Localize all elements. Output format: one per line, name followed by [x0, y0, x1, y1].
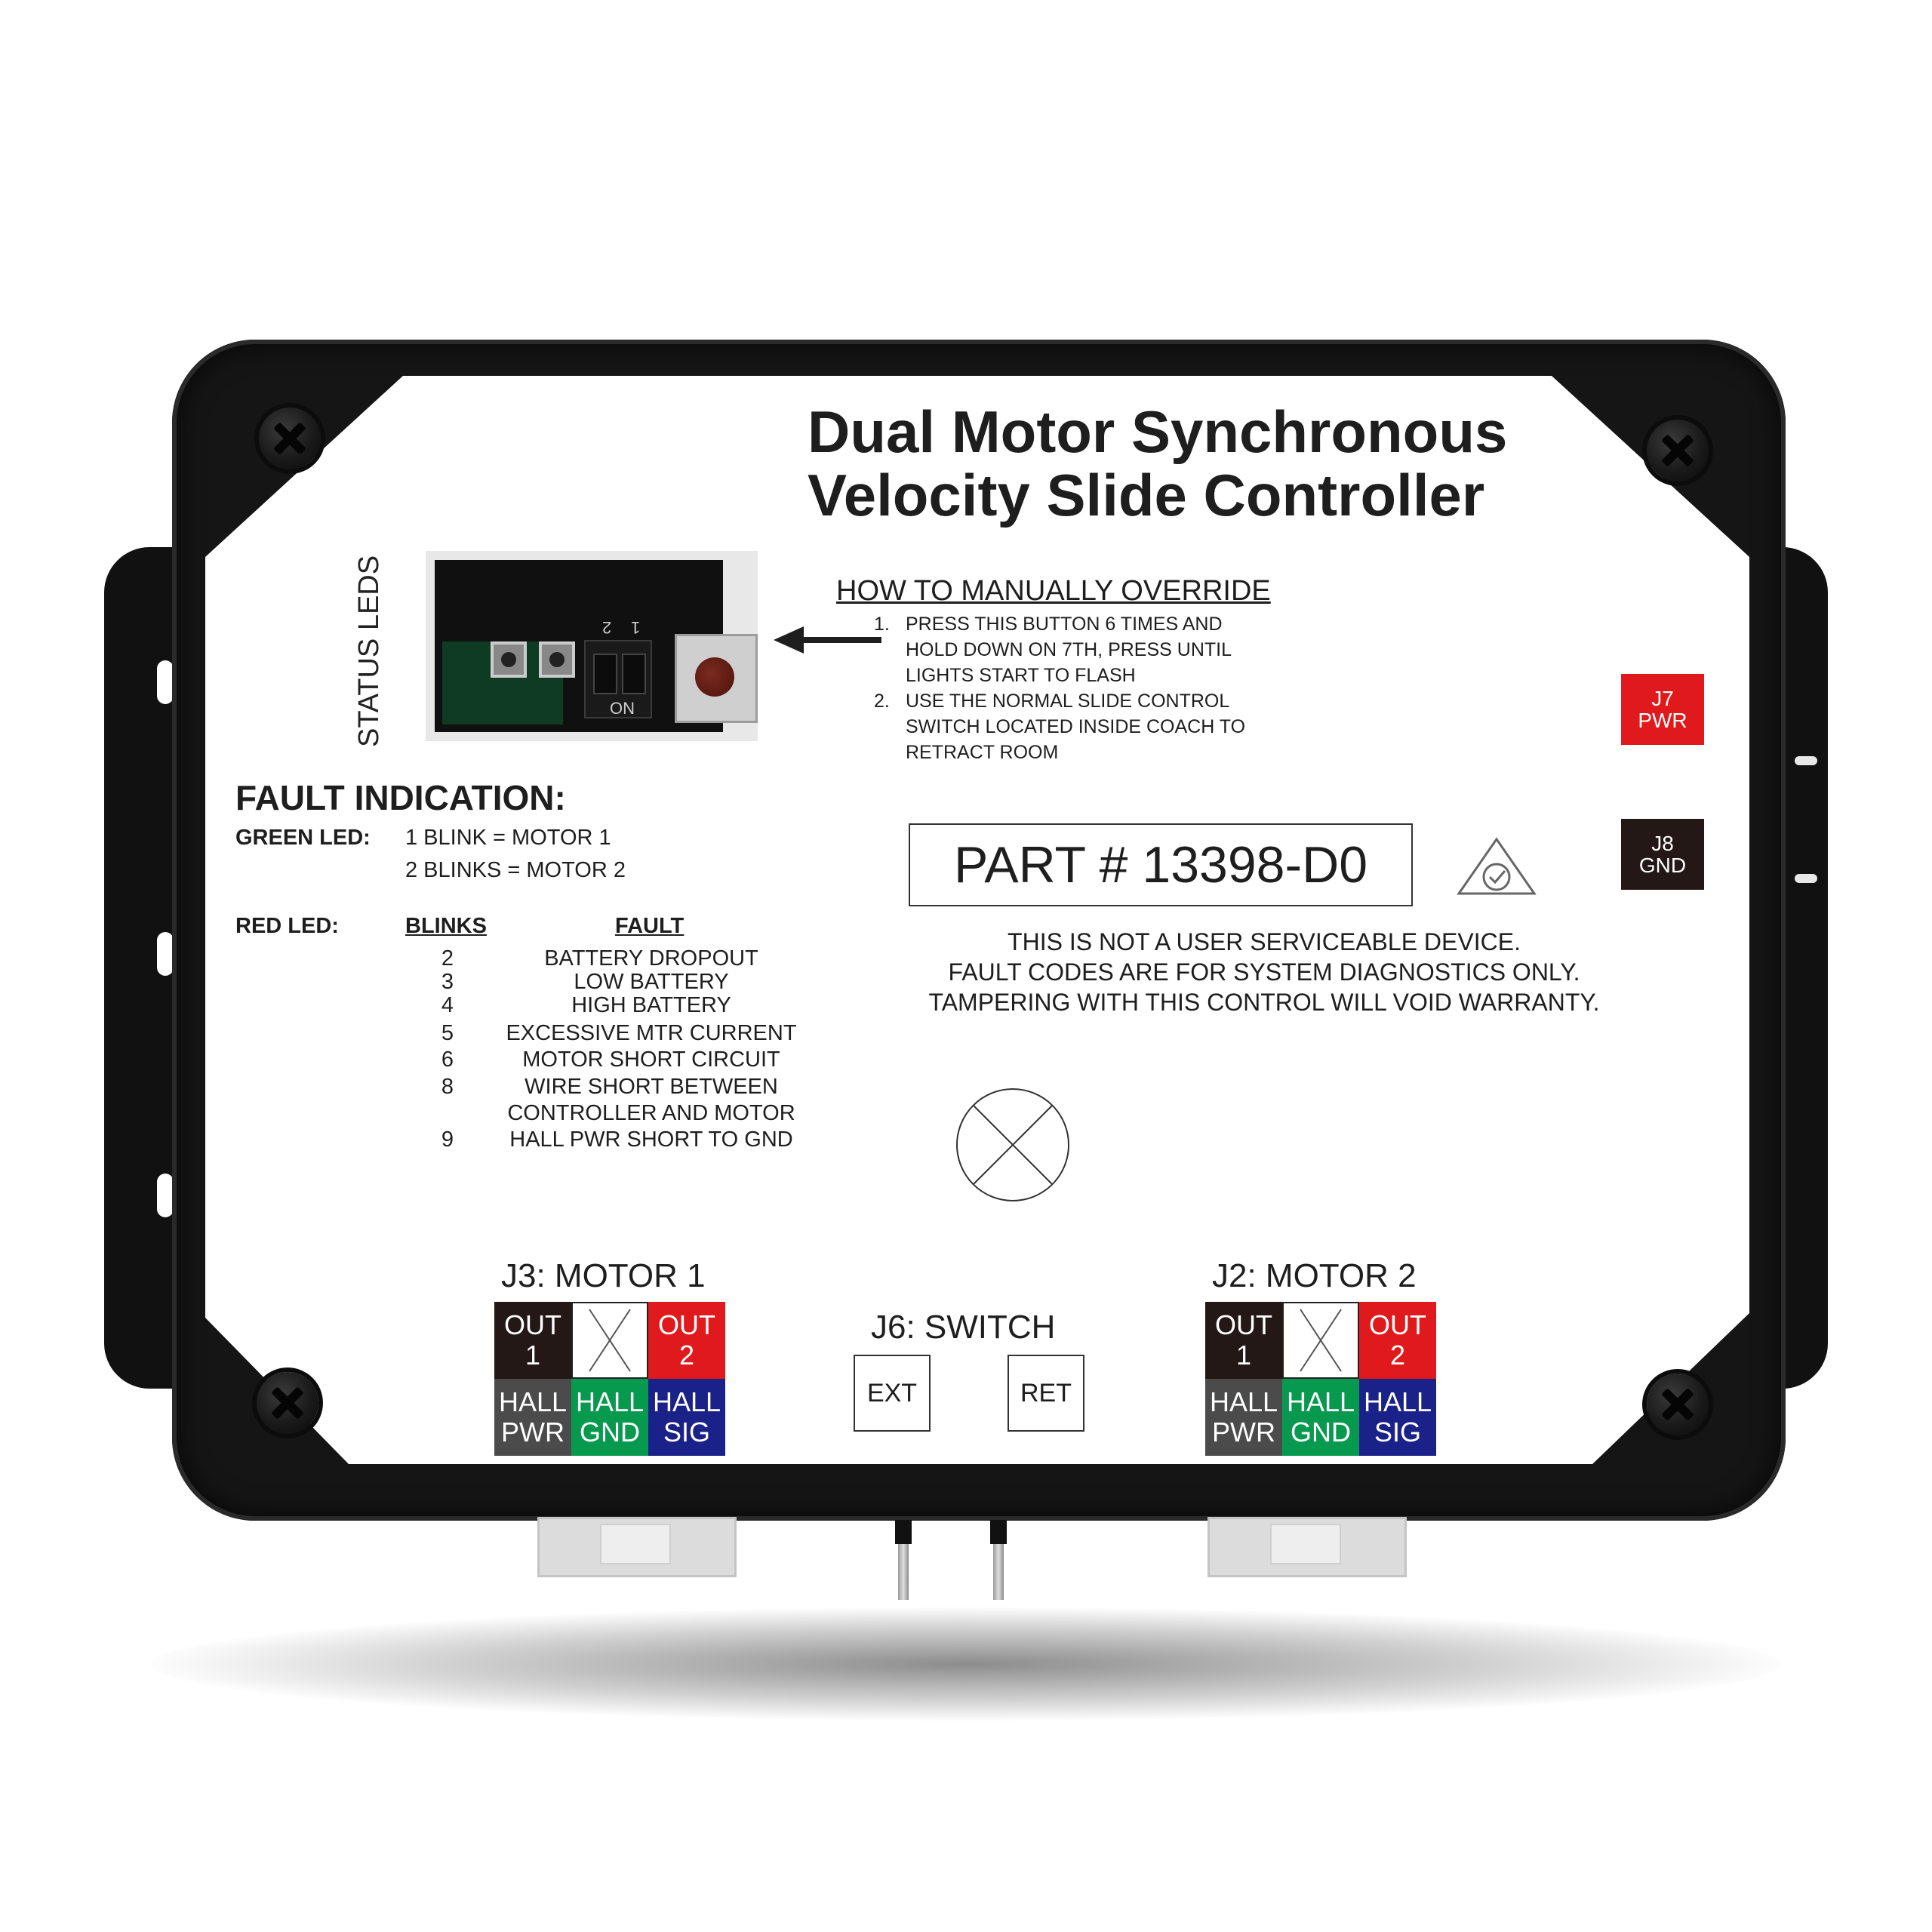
- green-led-item: 1 BLINK = MOTOR 1: [405, 826, 611, 850]
- switch-pin-ext: [895, 1520, 912, 1600]
- j7-pwr-terminal: J7 PWR: [1621, 674, 1704, 745]
- mounting-slot: [157, 932, 174, 976]
- screw-icon: [1647, 1374, 1709, 1435]
- blinks-column-header: BLINKS: [405, 914, 487, 938]
- table-row: 2: [441, 946, 454, 971]
- override-button[interactable]: [675, 634, 758, 723]
- screw-icon: [1647, 420, 1709, 481]
- switch-ret-terminal: RET: [1008, 1355, 1084, 1432]
- side-tab: [1795, 874, 1817, 883]
- motor1-title: J3: MOTOR 1: [501, 1257, 706, 1294]
- product-title: Dual Motor Synchronous Velocity Slide Co…: [808, 400, 1507, 527]
- side-tab: [1795, 756, 1817, 765]
- dip-marking-on: ON: [610, 699, 635, 718]
- motor1-plug: [537, 1517, 737, 1577]
- motor1-unused-pin: [571, 1302, 648, 1379]
- motor2-title: J2: MOTOR 2: [1212, 1257, 1417, 1294]
- table-row: CONTROLLER AND MOTOR: [507, 1101, 795, 1125]
- mounting-slot: [157, 660, 174, 704]
- table-row: 4: [441, 993, 454, 1017]
- arrow-shaft: [798, 637, 881, 643]
- j8-gnd-terminal: J8 GND: [1621, 819, 1704, 890]
- override-step-1: 1. PRESS THIS BUTTON 6 TIMES AND HOLD DO…: [874, 614, 1232, 686]
- screw-icon: [259, 408, 321, 469]
- dip-switch[interactable]: [584, 640, 652, 718]
- dip-marking-2: 2: [602, 618, 612, 637]
- red-led-label: RED LED:: [235, 914, 339, 938]
- part-number: PART # 13398-D0: [909, 823, 1413, 906]
- table-row: WIRE SHORT BETWEEN: [525, 1075, 778, 1099]
- table-row: LOW BATTERY: [574, 970, 729, 994]
- crossed-circle-icon: [956, 1088, 1069, 1201]
- device-shadow: [151, 1607, 1781, 1721]
- switch-ext-terminal: EXT: [854, 1355, 931, 1432]
- red-led-icon: [539, 641, 575, 678]
- status-leds-label: STATUS LEDS: [353, 555, 385, 747]
- rcm-compliance-icon: [1457, 837, 1537, 895]
- table-row: 8: [441, 1075, 454, 1099]
- table-row: 5: [441, 1021, 454, 1045]
- mounting-slot: [157, 1174, 174, 1217]
- table-row: BATTERY DROPOUT: [544, 946, 758, 971]
- switch-title: J6: SWITCH: [871, 1309, 1056, 1346]
- motor2-plug: [1208, 1517, 1407, 1577]
- table-row: 6: [441, 1048, 454, 1072]
- switch-pin-ret: [990, 1520, 1007, 1600]
- table-row: HIGH BATTERY: [571, 993, 731, 1017]
- motor2-unused-pin: [1282, 1302, 1359, 1379]
- fault-column-header: FAULT: [615, 914, 685, 938]
- warning-notice: THIS IS NOT A USER SERVICEABLE DEVICE. F…: [928, 928, 1600, 1016]
- green-led-icon: [491, 641, 527, 678]
- status-led-window: 2 1 ON: [426, 551, 758, 741]
- green-led-item: 2 BLINKS = MOTOR 2: [405, 858, 626, 882]
- title-line-1: Dual Motor Synchronous: [808, 398, 1508, 465]
- table-row: MOTOR SHORT CIRCUIT: [522, 1048, 780, 1072]
- table-row: EXCESSIVE MTR CURRENT: [506, 1021, 797, 1045]
- table-row: 3: [441, 970, 454, 994]
- table-row: HALL PWR SHORT TO GND: [509, 1128, 793, 1152]
- screw-icon: [257, 1372, 318, 1434]
- override-heading: HOW TO MANUALLY OVERRIDE: [836, 575, 1271, 607]
- dip-marking-1: 1: [631, 618, 641, 637]
- green-led-label: GREEN LED:: [235, 826, 371, 850]
- fault-heading: FAULT INDICATION:: [235, 778, 566, 817]
- table-row: 9: [441, 1128, 454, 1152]
- override-step-2: 2. USE THE NORMAL SLIDE CONTROL SWITCH L…: [874, 691, 1246, 763]
- title-line-2: Velocity Slide Controller: [808, 462, 1485, 528]
